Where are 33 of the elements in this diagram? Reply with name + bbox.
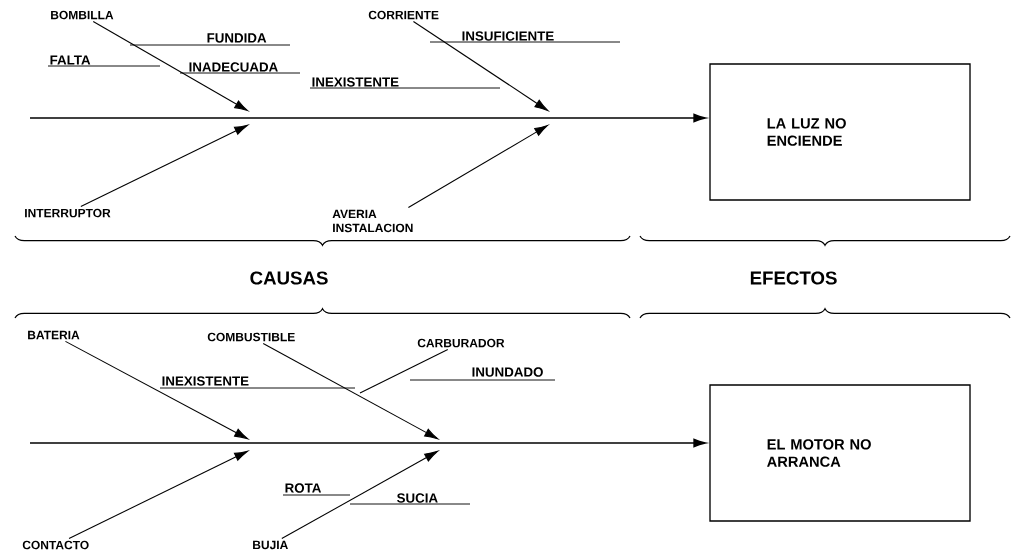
sub-cause-label: INEXISTENTE xyxy=(312,77,399,87)
bone-arrow xyxy=(80,124,249,208)
cause-label: CORRIENTE xyxy=(368,10,439,20)
bone-arrow xyxy=(412,21,549,111)
sub-cause-label: INEXISTENTE xyxy=(162,376,249,386)
spine-arrow xyxy=(29,438,706,448)
sub-cause-label: INUNDADO xyxy=(472,367,543,377)
bone-arrow xyxy=(262,343,439,440)
bone-arrow xyxy=(281,450,439,540)
bone-line xyxy=(359,349,449,394)
section-heading: CAUSAS xyxy=(250,271,328,285)
bone-arrow xyxy=(407,124,549,209)
cause-label: BOMBILLA xyxy=(51,10,114,20)
effect-box: LA LUZ NO ENCIENDE xyxy=(709,63,971,201)
cause-label: CARBURADOR xyxy=(417,338,505,348)
cause-label: BATERIA xyxy=(28,330,80,340)
bone-arrow xyxy=(92,21,249,112)
cause-label: CONTACTO xyxy=(22,540,89,550)
bone-arrow xyxy=(68,450,249,540)
cause-label: AVERIA INSTALACION xyxy=(332,209,413,233)
sub-cause-label: SUCIA xyxy=(397,493,438,503)
section-heading: EFECTOS xyxy=(750,271,837,285)
sub-cause-label: INSUFICIENTE xyxy=(462,31,554,41)
bone-arrow xyxy=(64,340,249,440)
cause-label: BUJIA xyxy=(253,540,288,550)
effect-box: EL MOTOR NO ARRANCA xyxy=(709,384,971,522)
sub-cause-label: ROTA xyxy=(285,483,322,493)
sub-cause-label: FALTA xyxy=(50,55,91,65)
sub-cause-label: FUNDIDA xyxy=(207,33,267,43)
spine-arrow xyxy=(29,113,706,123)
cause-label: COMBUSTIBLE xyxy=(207,332,295,342)
sub-cause-label: INADECUADA xyxy=(189,62,278,72)
cause-label: INTERRUPTOR xyxy=(25,208,111,218)
